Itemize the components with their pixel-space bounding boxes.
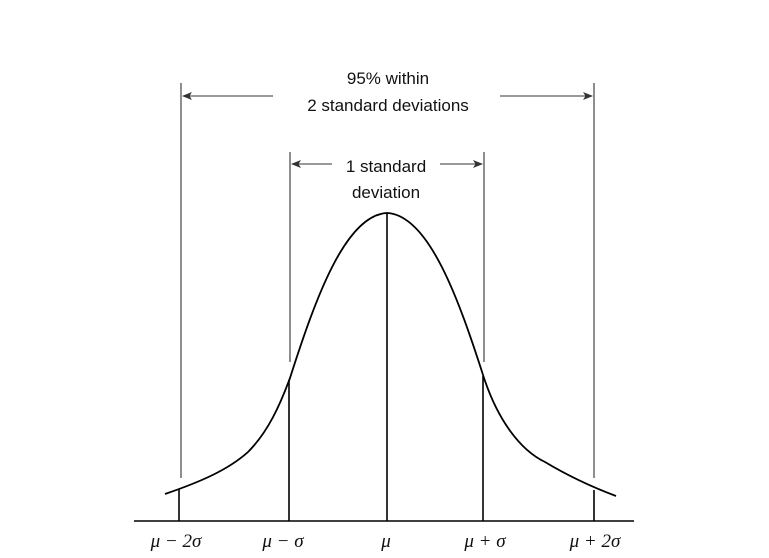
two-sd-label-line2: 2 standard deviations bbox=[307, 96, 469, 115]
axis-label-plus-sigma: μ + σ bbox=[463, 531, 506, 552]
axis-label-minus-2sigma: μ − 2σ bbox=[150, 531, 202, 552]
bell-curve bbox=[164, 212, 617, 497]
axis-label-mu: μ bbox=[380, 531, 391, 552]
axis-label-minus-sigma: μ − σ bbox=[261, 531, 304, 552]
axis-label-plus-2sigma: μ + 2σ bbox=[569, 531, 621, 552]
one-sd-label-line2: deviation bbox=[352, 183, 420, 202]
two-sd-label-line1: 95% within bbox=[347, 69, 429, 88]
one-sd-label-line1: 1 standard bbox=[346, 157, 426, 176]
